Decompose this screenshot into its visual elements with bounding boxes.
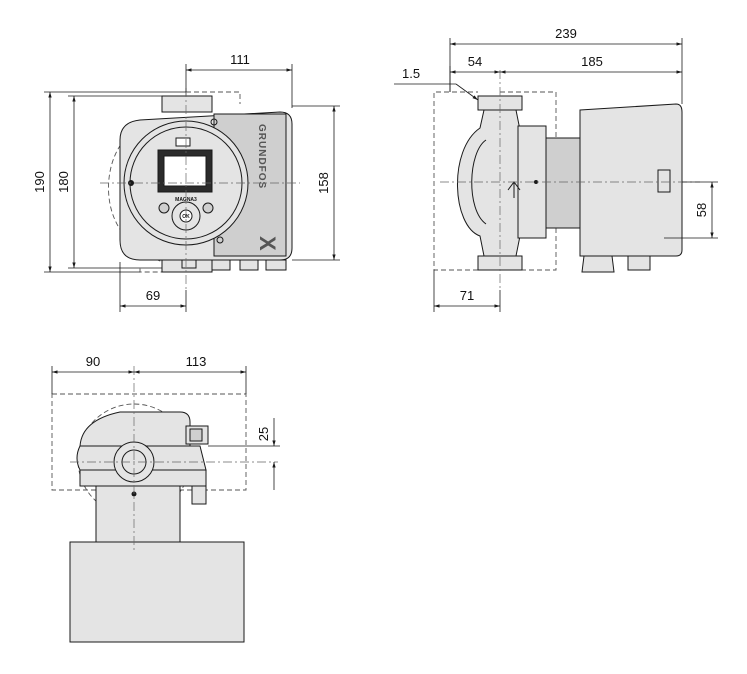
top-dimensions: 90 113 25 xyxy=(51,354,280,490)
top-view xyxy=(51,366,278,643)
dim-158-label: 158 xyxy=(316,172,331,194)
dim-69-label: 69 xyxy=(146,288,160,303)
front-gland-4 xyxy=(265,259,287,271)
dim-25-label: 25 xyxy=(256,427,271,441)
dim-58-label: 58 xyxy=(694,203,709,217)
side-connector xyxy=(657,169,671,193)
ok-label: OK xyxy=(182,214,190,220)
dim-185-label: 185 xyxy=(581,54,603,69)
side-screw xyxy=(534,180,538,184)
front-top-flange xyxy=(161,95,213,113)
dim-180-label: 180 xyxy=(56,171,71,193)
front-gland-2 xyxy=(211,259,231,271)
bottom-screw xyxy=(216,236,224,244)
top-screw xyxy=(210,118,218,126)
dim-113-label: 113 xyxy=(186,354,207,369)
side-motor xyxy=(579,103,683,257)
front-dimensions: 111 190 180 158 69 xyxy=(32,52,340,312)
front-gland-1 xyxy=(181,259,197,269)
side-pump-body xyxy=(457,109,521,257)
side-motor-neck xyxy=(545,137,581,229)
top-connector-face xyxy=(189,428,203,442)
dim-190-label: 190 xyxy=(32,171,47,193)
dim-54-label: 54 xyxy=(468,54,482,69)
side-dimensions: 239 54 185 1.5 58 71 xyxy=(394,26,718,312)
top-dashed-outline xyxy=(51,393,247,491)
display-led xyxy=(175,137,191,147)
dim-239-label: 239 xyxy=(555,26,577,41)
dim-90-label: 90 xyxy=(86,354,100,369)
top-motor-neck xyxy=(95,485,181,543)
back-button xyxy=(158,202,170,214)
display-window xyxy=(163,155,207,187)
brand-mark: X xyxy=(255,236,280,251)
dim-71-label: 71 xyxy=(460,288,474,303)
front-gland-3 xyxy=(239,259,259,271)
dim-111-label: 111 xyxy=(230,52,250,67)
side-view xyxy=(433,70,700,290)
side-plug xyxy=(581,255,615,273)
front-view: MAGNA3 OK GRUNDFOS X xyxy=(100,88,300,290)
top-motor-housing xyxy=(69,541,245,643)
dim-1-5-label: 1.5 xyxy=(402,66,420,81)
control-label: MAGNA3 xyxy=(175,197,197,203)
brand-text: GRUNDFOS xyxy=(256,124,267,189)
dim-1-5-leader xyxy=(455,83,479,101)
side-gland xyxy=(627,255,651,271)
top-gland xyxy=(191,485,207,505)
top-pump-head xyxy=(79,411,191,447)
home-button xyxy=(202,202,214,214)
side-volute-inner xyxy=(471,139,487,225)
